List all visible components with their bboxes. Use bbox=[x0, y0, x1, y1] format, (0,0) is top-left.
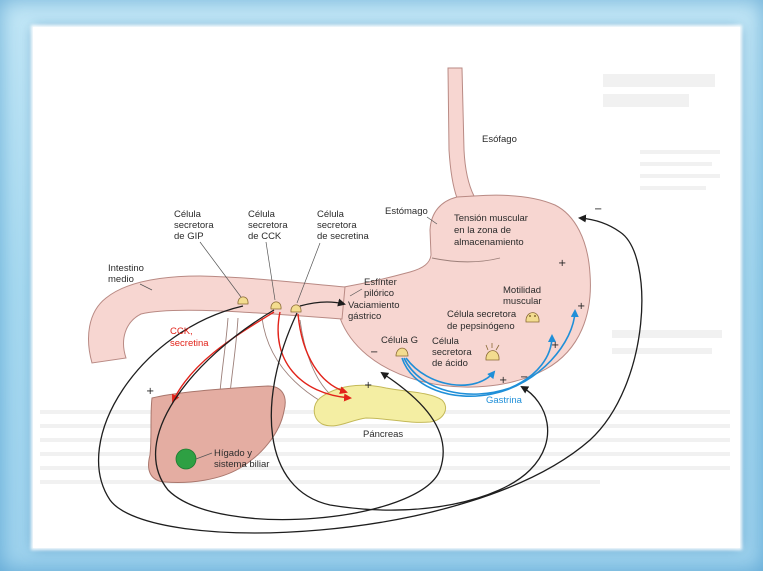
label-pepsinogeno-line2: de pepsinógeno bbox=[447, 321, 515, 332]
esophagus bbox=[448, 68, 474, 198]
label-higado-line2: sistema biliar bbox=[214, 459, 269, 470]
secretina-to-pancreas-arrow bbox=[298, 314, 346, 392]
pepsinogen-granule bbox=[529, 315, 531, 317]
label-secretina-line3: de secretina bbox=[317, 231, 369, 242]
faded-text-line bbox=[640, 162, 712, 166]
label-higado-line1: Hígado y bbox=[214, 448, 252, 459]
label-esfinter-line1: Esfínter bbox=[364, 277, 397, 288]
label-gastrina: Gastrina bbox=[486, 395, 523, 406]
label-intestino-line2: medio bbox=[108, 274, 134, 285]
label-pepsinogeno-line1: Célula secretora bbox=[447, 309, 517, 320]
label-motilidad-line2: muscular bbox=[503, 296, 542, 307]
faded-title-line bbox=[603, 94, 689, 107]
label-vaciamiento-line1: Vaciamiento bbox=[348, 300, 400, 311]
label-esfinter-line2: pilórico bbox=[364, 288, 394, 299]
label-tension-line3: almacenamiento bbox=[454, 237, 524, 248]
label-acido-line3: de ácido bbox=[432, 358, 468, 369]
label-gip-line3: de GIP bbox=[174, 231, 204, 242]
hepatic-duct bbox=[230, 318, 238, 394]
label-tension-line1: Tensión muscular bbox=[454, 213, 528, 224]
sign-plus-liver: + bbox=[146, 386, 154, 397]
faded-text-line bbox=[40, 466, 730, 470]
faded-title-line bbox=[603, 74, 715, 87]
sign-minus-acid: − bbox=[520, 372, 528, 383]
label-pancreas: Páncreas bbox=[363, 429, 403, 440]
gallbladder bbox=[176, 449, 196, 469]
label-gip-line1: Célula bbox=[174, 209, 202, 220]
label-intestino-line1: Intestino bbox=[108, 263, 144, 274]
pancreas bbox=[314, 385, 445, 426]
sign-plus-pancreas: + bbox=[364, 380, 372, 391]
label-secretina-line2: secretora bbox=[317, 220, 357, 231]
faded-text-line bbox=[612, 330, 722, 338]
faded-text-line bbox=[640, 186, 706, 190]
faded-text-line bbox=[40, 424, 730, 428]
label-acido-line2: secretora bbox=[432, 347, 472, 358]
label-esofago: Esófago bbox=[482, 134, 517, 145]
label-celula-g: Célula G bbox=[381, 335, 418, 346]
sign-plus-motility-upper: + bbox=[558, 258, 566, 269]
faded-text-line bbox=[612, 348, 712, 354]
pepsinogen-granule bbox=[534, 315, 536, 317]
sign-plus-acid: + bbox=[499, 375, 507, 386]
label-tension-line2: en la zona de bbox=[454, 225, 511, 236]
label-motilidad-line1: Motilidad bbox=[503, 285, 541, 296]
common-bile-duct bbox=[220, 318, 228, 392]
sign-minus-emptying: − bbox=[370, 347, 378, 358]
label-secretina-line1: Célula bbox=[317, 209, 345, 220]
pancreatic-duct bbox=[300, 320, 332, 396]
label-acido-line1: Célula bbox=[432, 336, 460, 347]
label-estomago: Estómago bbox=[385, 206, 428, 217]
faded-text-line bbox=[40, 452, 730, 456]
label-gip-line2: secretora bbox=[174, 220, 214, 231]
sign-plus-motility: + bbox=[577, 301, 585, 312]
label-vaciamiento-line2: gástrico bbox=[348, 311, 381, 322]
label-cck-secretina-line1: CCK, bbox=[170, 326, 193, 337]
faded-text-line bbox=[640, 174, 720, 178]
cck-to-pancreas-arrow bbox=[278, 312, 350, 398]
faded-text-line bbox=[640, 150, 720, 154]
label-cck-line1: Célula bbox=[248, 209, 276, 220]
label-cck-secretina-line2: secretina bbox=[170, 338, 209, 349]
sign-plus-pepsinogen: + bbox=[551, 340, 559, 351]
label-cck-line2: secretora bbox=[248, 220, 288, 231]
sign-minus-tension: − bbox=[594, 204, 602, 215]
label-cck-line3: de CCK bbox=[248, 231, 282, 242]
